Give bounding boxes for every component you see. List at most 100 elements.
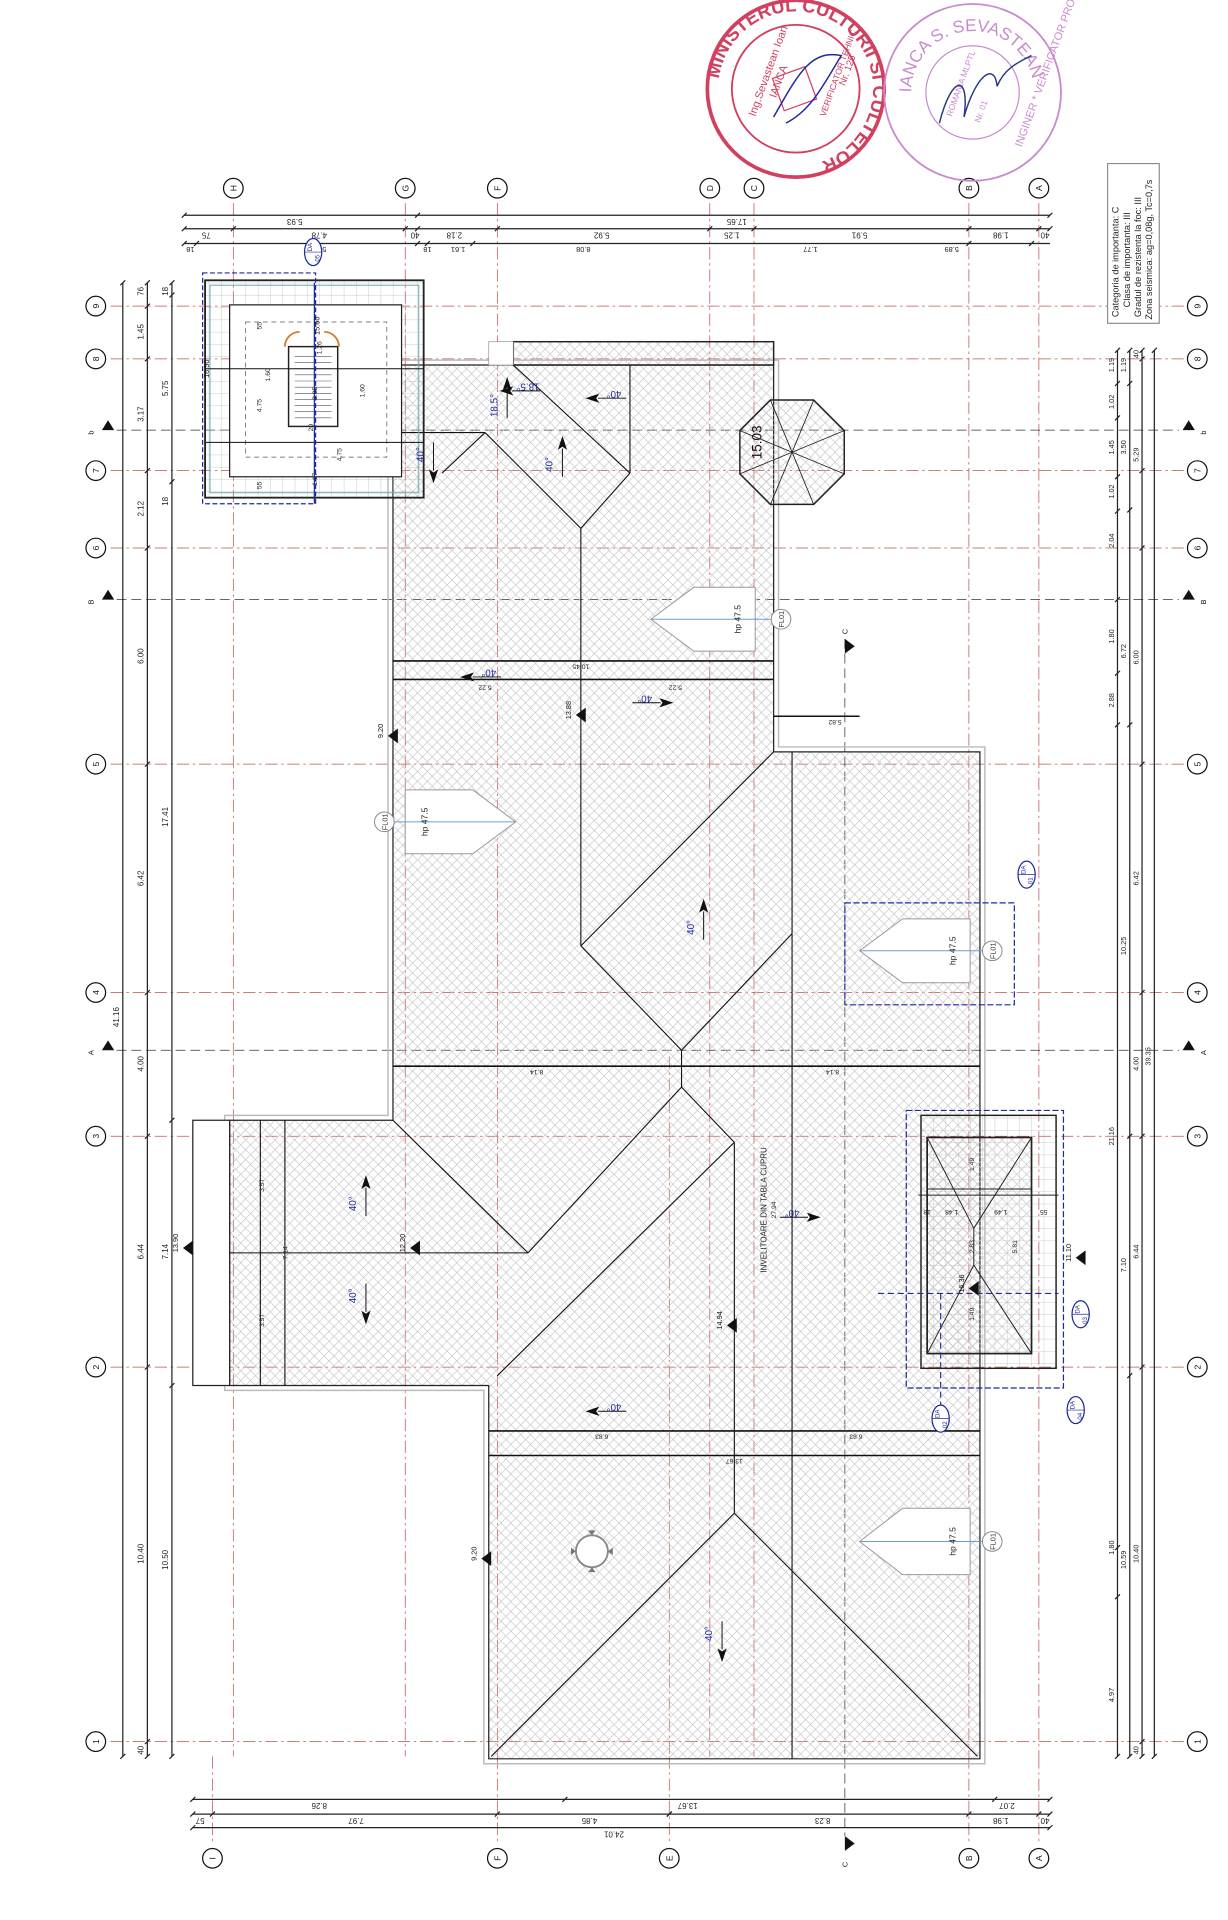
turret-hip-line — [791, 399, 815, 453]
section-marker-icon — [101, 420, 115, 431]
dimension-tick — [1114, 347, 1121, 354]
dim-text-right: 6.00 — [1131, 650, 1140, 664]
slope-label: 40° — [704, 1626, 715, 1641]
parapet-strip — [512, 340, 775, 366]
detail-callout-box — [905, 1109, 1065, 1389]
roof-ridge-line — [733, 1512, 978, 1757]
dimension-tick — [1126, 347, 1133, 354]
grid-label-row: 8 — [91, 356, 101, 361]
stair-tower-dim: 55 — [257, 481, 264, 489]
info-seismic-zone: Zona seismica: ag=0,08g, Tc=0,7s — [1144, 179, 1154, 319]
slope-label: 18.5° — [489, 394, 500, 417]
dim-text-left: 17.41 — [161, 806, 170, 827]
dimension-tick — [1047, 1811, 1053, 1817]
dimension-tick — [169, 1382, 175, 1389]
dimension-tick — [414, 225, 421, 232]
detail-tag-number: 04 — [1077, 1412, 1084, 1419]
grid-label-top: H — [228, 185, 238, 191]
skylight-line — [973, 1137, 1032, 1229]
elevation-marker-icon — [182, 1240, 193, 1256]
inner-dim-text: 3.57 — [259, 1314, 266, 1327]
stair-tower-dim: 55 — [257, 322, 264, 330]
dim-text-top: 1.98 — [993, 230, 1009, 239]
grid-bubble-top — [743, 177, 765, 199]
dimension-tick — [1114, 1544, 1121, 1551]
dim-text-top: 18 — [186, 245, 194, 254]
dimension-tick — [494, 225, 501, 232]
slope-arrow-icon — [632, 698, 674, 708]
turret-hip-line — [739, 430, 793, 453]
dimension-lines — [119, 212, 1158, 1831]
dimension-tick — [1139, 1753, 1145, 1760]
dim-text-left: 4.00 — [137, 1055, 146, 1071]
dimension-tick — [666, 1811, 673, 1817]
grid-bubble-bottom — [1028, 1847, 1050, 1869]
grid-bubble-row — [1186, 982, 1208, 1003]
dim-text-bottom: 8.23 — [814, 1816, 830, 1825]
dim-text-left: 6.42 — [137, 870, 146, 886]
grid-bubble-top — [699, 177, 721, 199]
section-label: b — [86, 431, 95, 435]
grid-bubble-row — [85, 295, 107, 317]
dimension-tick — [1047, 212, 1053, 219]
slope-label: 40° — [348, 1196, 359, 1211]
slope-arrow-icon — [428, 442, 439, 484]
dim-text-top: 75 — [201, 230, 210, 239]
dormer-height: hp 47.5 — [947, 1527, 957, 1556]
dim-text-right: 3.50 — [1119, 440, 1128, 454]
dimension-tick — [230, 225, 237, 232]
dimension-tick — [144, 761, 151, 768]
grid-label-row: 4 — [1192, 990, 1202, 995]
grid-label-row: 6 — [1192, 545, 1202, 550]
grid-label-row: 8 — [1192, 356, 1202, 361]
roof-ridge-line — [681, 1086, 735, 1143]
dim-text-right: 39.35 — [1144, 1047, 1153, 1065]
grid-bubble-row — [1186, 295, 1208, 317]
turret-hip-line — [770, 452, 793, 505]
project-info-box: Categoria de importanta: C Clasa de impo… — [1107, 163, 1160, 324]
inner-dim-text: 3.57 — [259, 1179, 266, 1192]
grid-bubble-row — [85, 1731, 107, 1753]
roof-outline — [192, 272, 1065, 1765]
grid-label-row: 7 — [91, 468, 101, 473]
dormer-tag: FL01 — [777, 611, 786, 628]
dimension-tick — [1139, 989, 1145, 996]
dim-text-right: 1.80 — [1107, 629, 1116, 643]
dimension-tick — [144, 279, 151, 286]
dimension-tick — [414, 212, 421, 219]
slope-arrow-icon — [361, 1283, 371, 1325]
elevation-label: 11.10 — [1064, 1244, 1073, 1262]
inner-dim-text: 10.45 — [572, 663, 589, 670]
dim-text-left: 76 — [137, 286, 146, 295]
dimension-tick — [1126, 1372, 1133, 1379]
grid-label-row: 4 — [91, 990, 101, 995]
stair-tower-dim: 2.05 — [312, 386, 319, 399]
elevation-marker-icon — [388, 728, 398, 744]
grid-label-bottom: F — [492, 1856, 502, 1861]
grid-label-row: 1 — [91, 1739, 101, 1744]
grid-label-row: 1 — [1192, 1739, 1202, 1744]
grid-label-row: 9 — [1192, 303, 1202, 308]
inner-dim-text: 8.14 — [826, 1068, 839, 1075]
dimension-tick — [144, 356, 151, 362]
skylight-line — [926, 1137, 975, 1229]
dim-text-left: 7.14 — [161, 1243, 170, 1259]
roof-ridge-line — [512, 364, 631, 474]
dimension-tick — [1139, 1133, 1145, 1140]
dimension-tick — [181, 240, 188, 247]
detail-tag-label: DA — [1074, 1304, 1081, 1313]
skylight-dim: 2.83 — [969, 1240, 976, 1253]
dim-text-left: 5.75 — [161, 380, 170, 396]
dimension-tick — [1114, 414, 1121, 421]
slope-label: 18.5° — [516, 380, 539, 391]
grid-bubble-row — [85, 537, 107, 559]
dimension-tick — [1047, 225, 1053, 232]
dim-text-right: 10.40 — [1131, 1545, 1140, 1563]
dim-text-right: 10.59 — [1119, 1551, 1128, 1569]
dimension-tick — [991, 1796, 998, 1803]
dim-text-top: 40 — [1040, 230, 1049, 239]
dimension-tick — [1047, 1824, 1053, 1831]
grid-bubble-row — [85, 1356, 107, 1378]
roof-ridge-line — [580, 472, 631, 529]
dim-text-bottom: 40 — [1040, 1816, 1049, 1825]
